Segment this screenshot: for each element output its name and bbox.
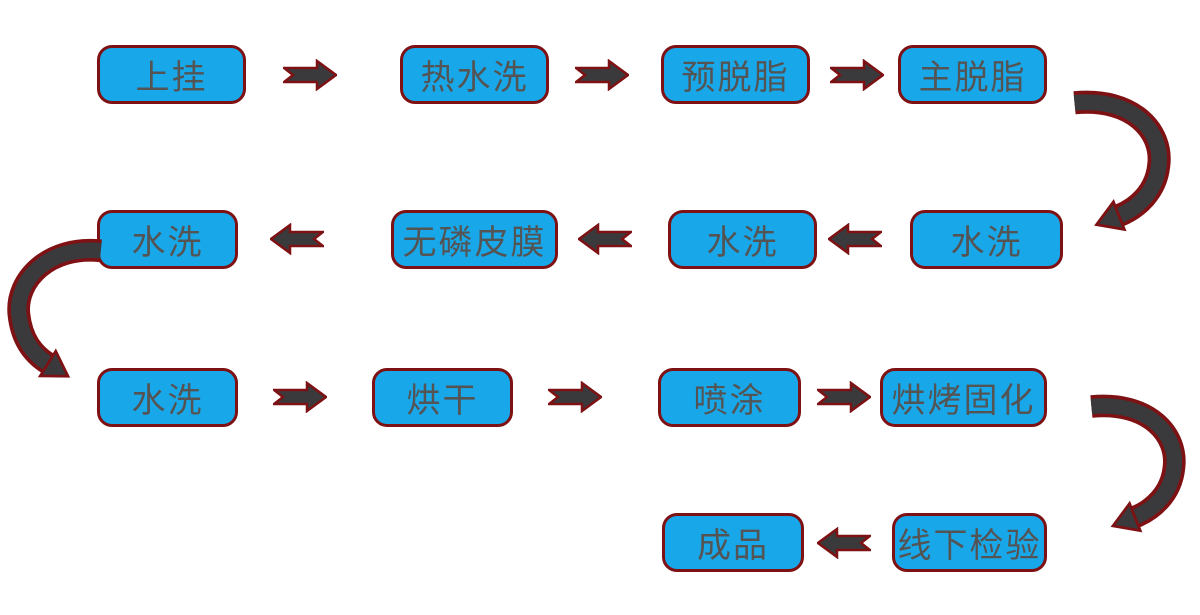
arrow-right-icon — [817, 381, 871, 413]
flow-node-hang-up: 上挂 — [97, 45, 246, 104]
arrow-left-icon — [828, 223, 882, 255]
flow-node-water-wash-4: 水洗 — [97, 368, 238, 427]
arrow-right-icon — [830, 59, 884, 91]
flow-node-water-wash-2: 水洗 — [668, 210, 817, 269]
curved-arrow-down-right-icon — [7, 238, 102, 378]
flow-node-finished-product: 成品 — [662, 513, 804, 572]
arrow-right-icon — [283, 59, 337, 91]
curved-arrow-down-left-icon — [1090, 394, 1186, 533]
flow-node-water-wash-3: 水洗 — [97, 210, 238, 269]
flow-node-offline-inspection: 线下检验 — [892, 513, 1047, 572]
flow-node-water-wash-1: 水洗 — [910, 210, 1063, 269]
arrow-left-icon — [578, 223, 632, 255]
arrow-left-icon — [817, 527, 871, 559]
curved-arrow-down-left-icon — [1073, 90, 1171, 232]
flow-node-spray-coating: 喷涂 — [658, 368, 801, 427]
flow-node-phosphorus-free-coating: 无磷皮膜 — [391, 210, 558, 269]
flow-node-drying: 烘干 — [372, 368, 513, 427]
flow-node-hot-water-wash: 热水洗 — [400, 45, 549, 104]
flow-node-baking-curing: 烘烤固化 — [880, 368, 1047, 427]
flow-node-main-degreasing: 主脱脂 — [898, 45, 1047, 104]
arrow-right-icon — [575, 59, 629, 91]
arrow-left-icon — [270, 223, 324, 255]
flow-node-pre-degreasing: 预脱脂 — [661, 45, 810, 104]
arrow-right-icon — [273, 381, 327, 413]
arrow-right-icon — [548, 381, 602, 413]
